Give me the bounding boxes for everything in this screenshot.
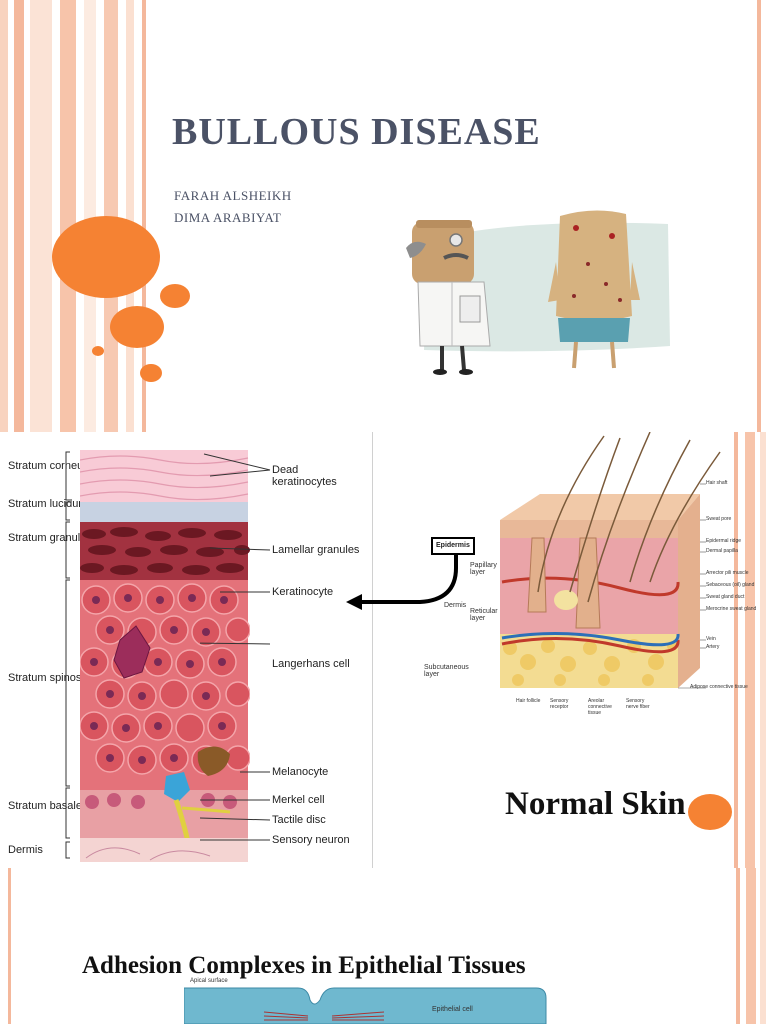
callout-label: Keratinocyte — [272, 586, 334, 598]
decor-stripe — [0, 0, 8, 432]
title-slide: BULLOUS DISEASE FARAH ALSHEIKH DIMA ARAB… — [0, 0, 768, 432]
block-label: Hair follicle — [516, 698, 541, 704]
block-label: Sensory receptor — [550, 698, 569, 710]
decor-circle — [92, 346, 104, 356]
decor-stripe — [142, 0, 146, 432]
decor-stripe — [126, 0, 134, 432]
decor-stripe — [760, 868, 766, 1024]
block-label: Merocrine sweat gland — [706, 606, 757, 612]
block-label: Hair shaft — [706, 480, 728, 486]
block-label: Areolar connective tissue — [588, 698, 612, 716]
layer-label: Dermis — [8, 844, 43, 856]
layer-brackets — [65, 451, 70, 859]
decor-circle — [160, 284, 190, 308]
doctor-illustration — [406, 220, 491, 375]
callout-label: Sensory neuron — [272, 834, 350, 846]
block-label: Sebaceous (oil) gland — [706, 582, 755, 588]
callout-label: Lamellar granules — [272, 544, 360, 556]
block-label: Sweat gland duct — [706, 594, 745, 600]
decor-stripe — [736, 868, 740, 1024]
block-label: Artery — [706, 644, 720, 650]
layer-label: Stratum spinosum — [8, 672, 97, 684]
block-label: Sweat pore — [706, 516, 732, 522]
decor-stripe — [30, 0, 52, 432]
page-title: Adhesion Complexes in Epithelial Tissues — [82, 952, 526, 979]
epidermis-box: Epidermis — [431, 537, 475, 555]
layer-label: Stratum lucidum — [8, 498, 88, 510]
diagram-label: Apical surface — [190, 978, 228, 984]
decor-stripe — [760, 432, 766, 868]
block-label: Sensory nerve fiber — [626, 698, 650, 710]
decor-stripe — [757, 0, 761, 432]
decor-circle — [140, 364, 162, 382]
block-label: Reticular layer — [470, 608, 498, 622]
decor-stripe — [84, 0, 96, 432]
block-label: Papillary layer — [470, 562, 497, 576]
normal-skin-slide: Stratum corneum Stratum lucidum Stratum … — [0, 432, 768, 868]
decor-stripe — [746, 868, 756, 1024]
decor-stripe — [14, 0, 24, 432]
decor-circle — [52, 216, 160, 298]
callout-label: Tactile disc — [272, 814, 326, 826]
block-label: Dermis — [444, 602, 467, 609]
decor-stripe — [8, 868, 11, 1024]
decor-circle — [110, 306, 164, 348]
layer-label: Stratum basale — [8, 800, 82, 812]
layer-label: Stratum corneum — [8, 460, 93, 472]
decor-stripe — [745, 432, 755, 868]
page-title: BULLOUS DISEASE — [172, 111, 541, 153]
block-label: Vein — [706, 636, 716, 642]
epithelial-diagram — [184, 987, 547, 1024]
callout-label: Langerhans cell — [272, 658, 350, 670]
patient-illustration — [548, 210, 640, 369]
divider — [372, 432, 373, 868]
block-label: Adipose connective tissue — [690, 684, 748, 690]
decor-circle — [688, 794, 732, 830]
author-name: FARAH ALSHEIKH — [174, 188, 292, 203]
callout-label: Dead keratinocytes — [272, 464, 337, 488]
block-label: Arrector pili muscle — [706, 570, 749, 576]
block-label: Subcutaneous layer — [424, 664, 469, 678]
decor-stripe — [60, 0, 76, 432]
callout-label: Merkel cell — [272, 794, 325, 806]
callout-label: Melanocyte — [272, 766, 329, 778]
block-label: Epidermal ridge — [706, 538, 742, 544]
block-label: Dermal papilla — [706, 548, 738, 554]
epidermis-diagram — [80, 450, 250, 862]
skin-block-diagram — [500, 432, 721, 689]
author-name: DIMA ARABIYAT — [174, 210, 282, 225]
adhesion-slide: Adhesion Complexes in Epithelial Tissues… — [0, 868, 768, 1024]
leader-lines — [200, 453, 271, 841]
decor-stripe — [734, 432, 738, 868]
slide-caption: Normal Skin — [505, 786, 686, 822]
doctor-patient-illustration — [406, 210, 670, 375]
diagram-label: Epithelial cell — [432, 1006, 473, 1013]
arrow-left-icon — [346, 548, 458, 610]
